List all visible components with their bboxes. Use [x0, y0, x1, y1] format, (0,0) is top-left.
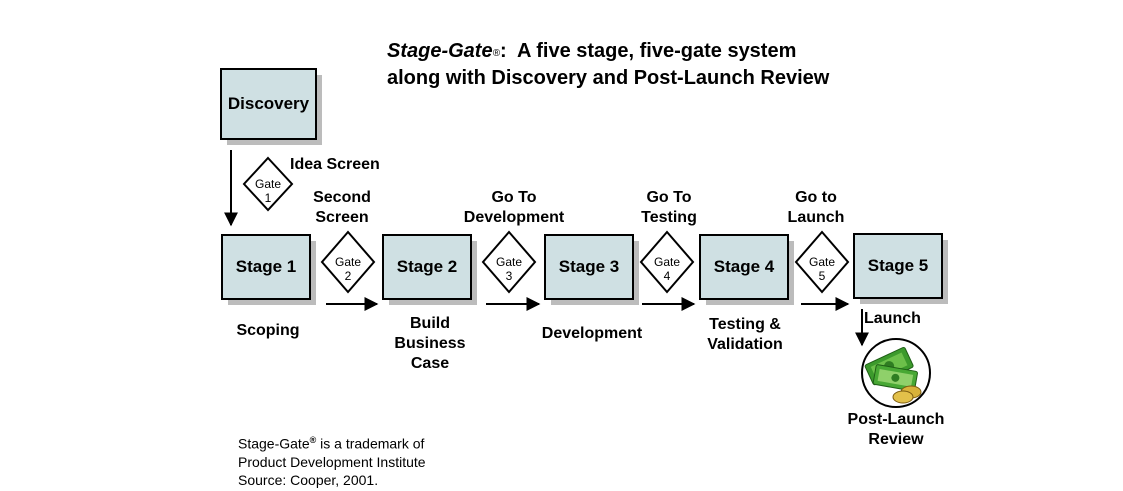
gate-5-name: Go to Launch [766, 188, 866, 228]
gate-3-number: 3 [505, 269, 513, 283]
gate-4-name: Go To Testing [619, 188, 719, 228]
gate-diamond-4 [639, 230, 695, 294]
gate-3-name-line-2: Development [463, 209, 565, 226]
title-brand: Stage-Gate [387, 40, 493, 62]
gate-5-text: Gate 5 [802, 255, 842, 283]
money-icon [861, 338, 931, 408]
gate-4-word: Gate [653, 255, 680, 269]
stage-box-5 [853, 233, 948, 304]
footnote-brand: Stage-Gate [238, 435, 310, 452]
gate-4-name-line-1: Go To [646, 189, 692, 206]
footnote-line-1: Stage-Gate® is a trademark of [238, 431, 426, 453]
gate-diamond-3 [481, 230, 537, 294]
title-line-1: Stage-Gate®: A five stage, five-gate sys… [387, 38, 947, 65]
gate-2-name-line-2: Screen [315, 209, 369, 226]
gate-5-name-line-1: Go to [795, 189, 837, 206]
title-line-2: along with Discovery and Post-Launch Rev… [387, 67, 830, 89]
gate-1-number: 1 [264, 191, 272, 205]
gate-2-name: Second Screen [292, 188, 392, 228]
launch-label: Launch [864, 310, 921, 327]
discovery-label: Discovery [227, 94, 310, 113]
discovery-box [220, 68, 322, 145]
gate-diamond-5 [794, 230, 850, 294]
stage-2-description: Build Business Case [370, 314, 490, 374]
stage-box-4 [699, 234, 794, 305]
gate-4-name-line-2: Testing [641, 209, 697, 226]
stage-label-1: Stage 1 [235, 257, 297, 276]
title-reg-mark: ® [492, 48, 500, 59]
footnote-reg-mark: ® [309, 435, 317, 445]
footnote-line-1-rest: is a trademark of [316, 435, 425, 452]
stage-label-4: Stage 4 [713, 257, 775, 276]
gate-3-text: Gate 3 [489, 255, 529, 283]
gate-1-word: Gate [254, 177, 281, 191]
gate-2-name-line-1: Second [313, 189, 371, 206]
stage-2-description-line-1: Build [410, 315, 450, 332]
stage-box-2 [382, 234, 477, 305]
gate-2-word: Gate [334, 255, 361, 269]
stage-box-1 [221, 234, 316, 305]
stage-4-description-line-1: Testing & [709, 316, 781, 333]
post-launch-review-line-2: Review [868, 431, 924, 448]
stage-4-description: Testing & Validation [685, 315, 805, 355]
post-launch-review-label: Post-Launch Review [836, 410, 956, 450]
stage-label-5: Stage 5 [867, 256, 929, 275]
post-launch-review-line-1: Post-Launch [847, 411, 945, 428]
stage-4-description-line-2: Validation [707, 336, 783, 353]
gate-4-number: 4 [663, 269, 671, 283]
gate-3-name: Go To Development [453, 188, 575, 228]
gate-5-number: 5 [818, 269, 826, 283]
gate-3-word: Gate [495, 255, 522, 269]
diagram-title: Stage-Gate®: A five stage, five-gate sys… [387, 38, 947, 92]
gate-2-number: 2 [344, 269, 352, 283]
stage-2-description-line-3: Case [410, 355, 450, 372]
stage-3-description-line: Development [541, 325, 643, 342]
stage-label-3: Stage 3 [558, 257, 620, 276]
stage-2-description-line-2: Business [394, 335, 466, 352]
gate-diamond-1 [242, 156, 294, 212]
gate-2-text: Gate 2 [328, 255, 368, 283]
title-line-1-rest: : A five stage, five-gate system [499, 40, 797, 62]
gate-4-text: Gate 4 [647, 255, 687, 283]
stage-3-description: Development [522, 324, 662, 344]
gate-3-name-line-1: Go To [491, 189, 537, 206]
gate-1-text: Gate 1 [248, 177, 288, 205]
stage-1-description: Scoping [208, 321, 328, 341]
gate-1-name: Idea Screen [290, 155, 390, 175]
stage-box-3 [544, 234, 639, 305]
gate-diamond-2 [320, 230, 376, 294]
footnote-line-2: Product Development Institute [238, 453, 426, 470]
footnote-line-3: Source: Cooper, 2001. [238, 471, 379, 488]
gate-5-name-line-2: Launch [787, 209, 845, 226]
stage-1-description-line: Scoping [236, 322, 300, 339]
stage-label-2: Stage 2 [396, 257, 458, 276]
gate-5-word: Gate [808, 255, 835, 269]
footnote: Stage-Gate® is a trademark of Product De… [238, 431, 426, 489]
gate-1-name-line: Idea Screen [290, 156, 380, 173]
